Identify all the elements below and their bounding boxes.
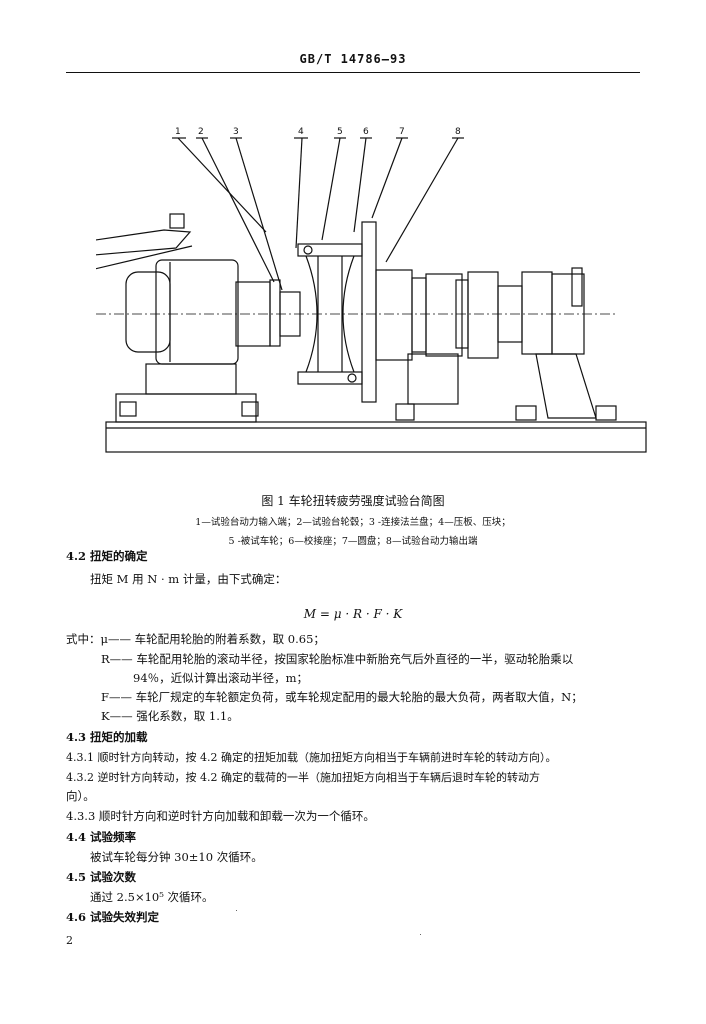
section-4-5-body: 通过 2.5×10⁵ 次循环。 — [90, 890, 214, 904]
callout-3: 3 — [233, 127, 239, 137]
where-f: F—— 车轮厂规定的车轮额定负荷，或车轮规定配用的最大轮胎的最大负荷，两者取大值… — [101, 690, 583, 704]
section-4-3-1: 4.3.1 顺时针方向转动，按 4.2 确定的扭矩加载（施加扭矩方向相当于车辆前… — [66, 751, 557, 764]
callout-1: 1 — [175, 127, 181, 137]
where-r-line-1: R—— 车轮配用轮胎的滚动半径，按国家轮胎标准中新胎充气后外直径的一半，驱动轮胎… — [101, 652, 574, 666]
section-4-3-2-line-2: 向）。 — [66, 789, 95, 803]
callout-7: 7 — [399, 127, 405, 137]
section-4-4-heading: 4.4 试验频率 — [66, 830, 137, 844]
callout-2: 2 — [198, 127, 204, 137]
section-4-3-heading: 4.3 扭矩的加载 — [66, 730, 148, 744]
figure-legend-line-1: 1—试验台动力输入端；2—试验台轮毂；3 -连接法兰盘；4—压板、压块； — [195, 517, 511, 528]
where-k: K—— 强化系数，取 1.1。 — [101, 709, 239, 723]
figure-title: 图 1 车轮扭转疲劳强度试验台简图 — [261, 494, 445, 508]
where-r-line-2: 94％，近似计算出滚动半径，m； — [133, 671, 309, 685]
section-4-3-2-line-1: 4.3.2 逆时针方向转动，按 4.2 确定的载荷的一半（施加扭矩方向相当于车辆… — [66, 771, 540, 784]
where-mu: 式中：μ—— 车轮配用轮胎的附着系数，取 0.65； — [66, 632, 325, 646]
header-rule — [66, 72, 640, 73]
figure-legend-line-2: 5 -被试车轮；6—校接座；7—圆盘；8—试验台动力输出端 — [228, 536, 478, 547]
scan-speck — [236, 910, 237, 911]
section-4-2-heading: 4.2 扭矩的确定 — [66, 549, 148, 563]
section-4-6-heading: 4.6 试验失效判定 — [66, 910, 160, 924]
callout-4: 4 — [298, 127, 304, 137]
test-rig-diagram: 1 2 3 4 5 6 7 8 — [96, 127, 647, 453]
section-4-5-heading: 4.5 试验次数 — [66, 870, 137, 884]
section-4-3-3: 4.3.3 顺时针方向和逆时针方向加载和卸载一次为一个循环。 — [66, 809, 375, 823]
torque-equation: M = μ · R · F · K — [303, 607, 403, 621]
scan-speck — [420, 934, 421, 935]
page-number: 2 — [66, 934, 73, 947]
callout-8: 8 — [455, 127, 461, 137]
section-4-4-body: 被试车轮每分钟 30±10 次循环。 — [90, 850, 263, 864]
callout-5: 5 — [337, 127, 343, 137]
section-4-2-body: 扭矩 M 用 N · m 计量，由下式确定： — [90, 572, 287, 586]
callout-6: 6 — [363, 127, 369, 137]
page-header: GB/T 14786—93 — [299, 52, 407, 66]
